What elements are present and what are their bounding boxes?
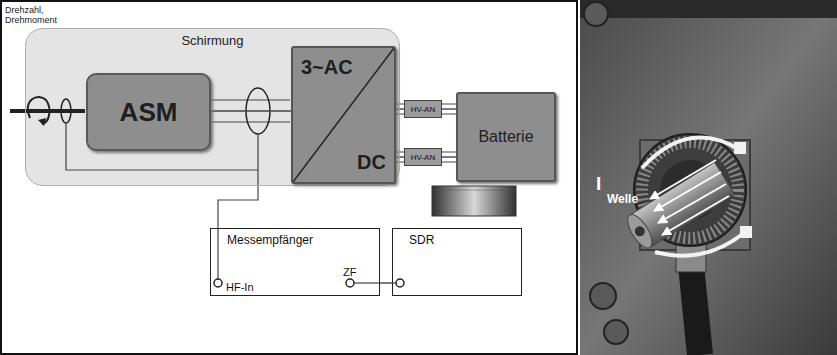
hv-connector: HV-AN bbox=[404, 100, 442, 118]
dc-wire bbox=[442, 162, 456, 163]
current-subscript: Welle bbox=[607, 193, 638, 207]
port-label: ZF bbox=[343, 266, 356, 279]
shield-fill bbox=[25, 28, 400, 186]
shield-region: ASM 3~AC DC Schirmung bbox=[25, 28, 400, 186]
panel-frame bbox=[1, 1, 577, 354]
diagonal-line bbox=[293, 48, 394, 182]
label-holder: Drehzahl, Drehmoment bbox=[5, 5, 67, 27]
current-symbol: I bbox=[596, 173, 601, 195]
rotation-arrow bbox=[38, 118, 46, 126]
connector bbox=[396, 108, 404, 109]
shaft-probe bbox=[61, 99, 71, 123]
inverter-box: 3~AC DC bbox=[291, 46, 396, 184]
shaft-bore bbox=[633, 224, 647, 238]
hf-input-jack bbox=[214, 279, 222, 287]
node-label: Batterie bbox=[478, 128, 533, 146]
node-label: Schirmung bbox=[181, 33, 243, 48]
label-holder: ZF bbox=[343, 262, 356, 280]
if-output-jack bbox=[346, 279, 354, 287]
connector bbox=[442, 156, 456, 157]
spectrogram-axis bbox=[432, 190, 516, 191]
current-arrow bbox=[662, 196, 729, 235]
shaft-end bbox=[623, 211, 657, 252]
measurement-note: Drehzahl, Drehmoment bbox=[5, 5, 67, 26]
node-label: 3~AC bbox=[301, 56, 353, 79]
probe-cable bbox=[218, 134, 258, 279]
cable-tie-head bbox=[734, 142, 746, 154]
label-holder: I bbox=[596, 173, 601, 195]
if-cable bbox=[354, 282, 380, 283]
spectrogram-thumbnail bbox=[432, 186, 516, 216]
dc-wire bbox=[442, 114, 456, 115]
photo-background bbox=[580, 0, 837, 355]
node-label: Messempfänger bbox=[227, 233, 313, 247]
node-label: SDR bbox=[409, 233, 434, 247]
phase-wire bbox=[210, 99, 290, 100]
connector bbox=[380, 282, 392, 283]
dc-wire bbox=[442, 104, 456, 105]
phase-wire bbox=[210, 121, 290, 122]
node-label: HV-AN bbox=[411, 105, 435, 114]
node-label: ASM bbox=[120, 97, 178, 128]
node-label: DC bbox=[357, 151, 386, 174]
bolt bbox=[590, 283, 616, 309]
sdr-input-jack bbox=[396, 279, 404, 287]
hv-connector: HV-AN bbox=[404, 148, 442, 166]
cable-tie bbox=[655, 232, 745, 256]
cable-tie-head bbox=[740, 226, 752, 238]
connector bbox=[211, 110, 291, 111]
dc-wire bbox=[442, 152, 456, 153]
cable-tie bbox=[642, 138, 740, 168]
motor-shaft bbox=[10, 109, 85, 113]
connector bbox=[396, 156, 404, 157]
motor-box: ASM bbox=[86, 73, 211, 151]
label-holder: HF-In bbox=[226, 277, 254, 295]
sdr-box: SDR bbox=[392, 228, 522, 296]
label-holder: Welle bbox=[607, 189, 638, 207]
port-label: HF-In bbox=[226, 281, 254, 294]
battery-box: Batterie bbox=[456, 92, 556, 182]
photo-top-band bbox=[580, 0, 837, 18]
shaft-group bbox=[623, 162, 735, 251]
bolt bbox=[604, 320, 628, 344]
bolt bbox=[584, 2, 608, 26]
node-label: HV-AN bbox=[411, 153, 435, 162]
connector bbox=[442, 108, 456, 109]
